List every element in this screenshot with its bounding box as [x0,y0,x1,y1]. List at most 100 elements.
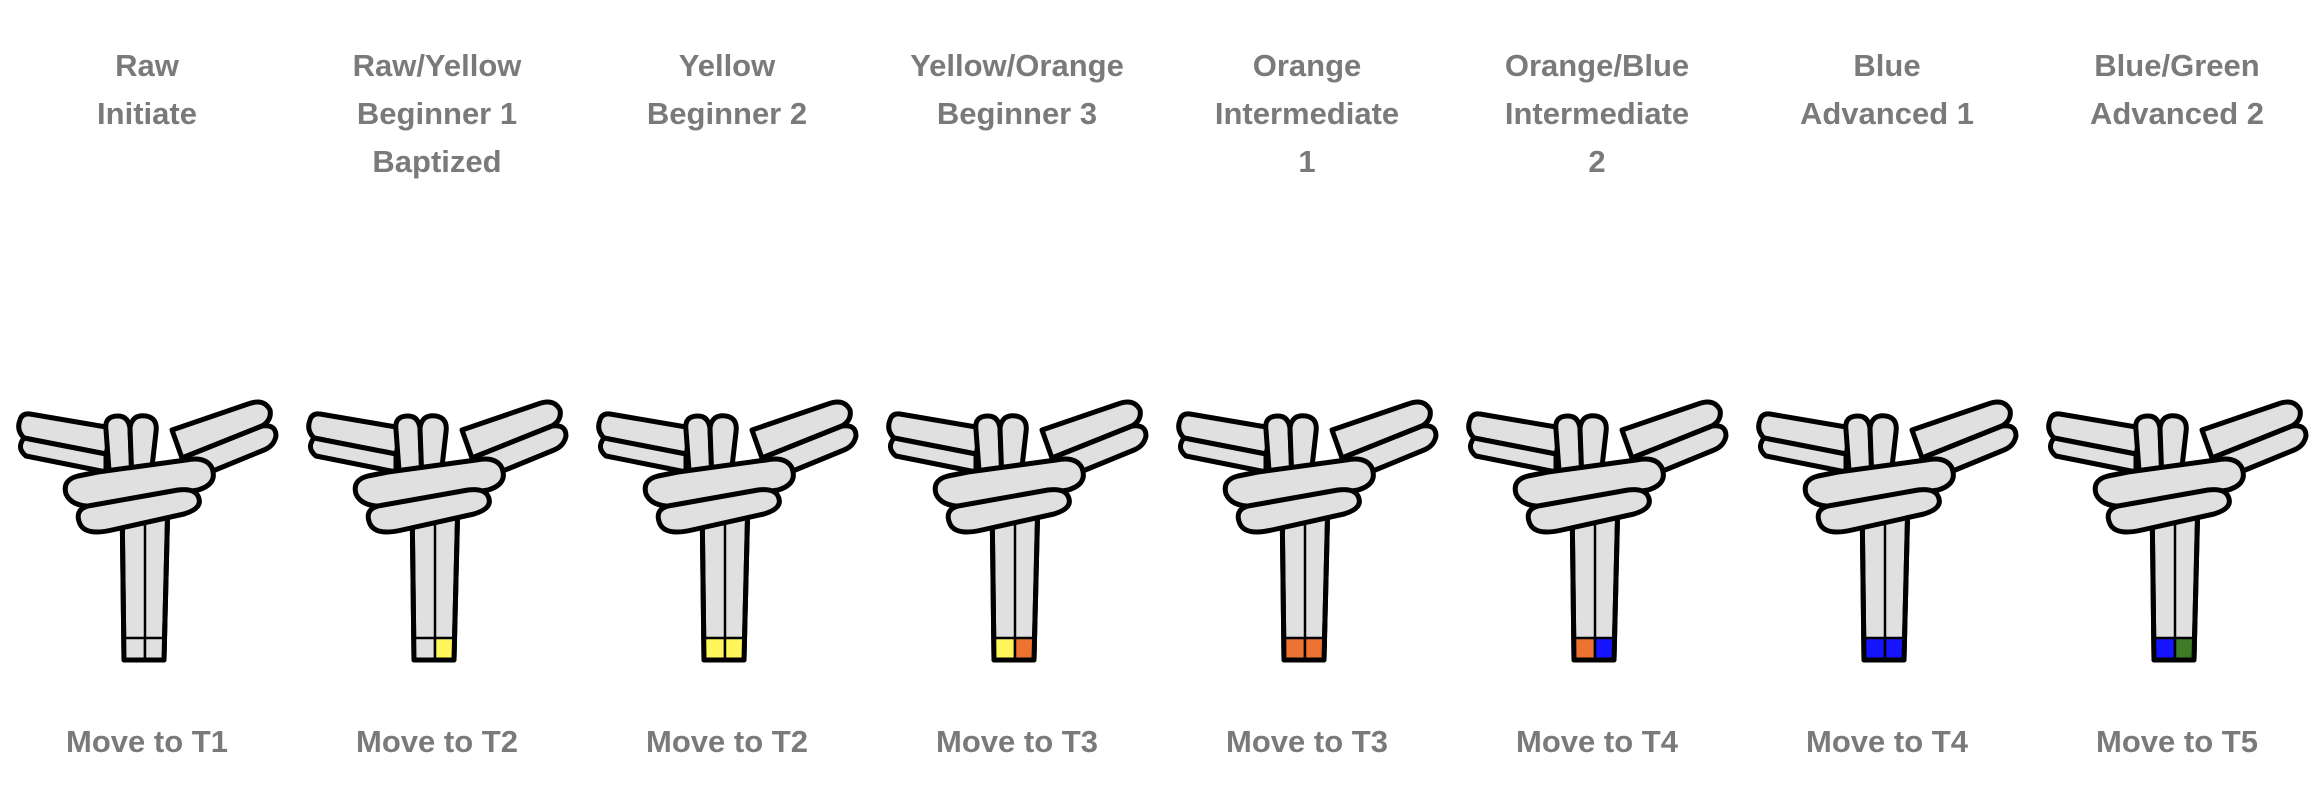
belt-title: Yellow Beginner 2 [582,42,872,138]
belt-title-line: Beginner 1 [356,96,518,131]
belt-title-line: Baptized [372,144,502,179]
belt-column-blue-green: Blue/Green Advanced 2 Move to T5 [2032,0,2322,796]
belt-title-line: Initiate [97,96,197,131]
belt-action-label: Move to T4 [1516,724,1678,759]
belt-knot-loop-upper [1802,456,1956,509]
belt-title-line: Beginner 3 [936,96,1098,131]
belt-tip-right [1883,636,1906,662]
belt-tip-left [122,636,147,662]
belt-title: Raw Initiate [2,42,292,138]
belt-knot-loop-upper [352,456,506,509]
belt-left-lower [1178,435,1269,475]
belt-knot-loop-lower [365,487,492,535]
belt-title-line: Intermediate [1504,96,1690,131]
belt-knot-loop-upper [1512,456,1666,509]
belt-action-label: Move to T2 [356,724,518,759]
belt-title-line: Orange [1252,48,1362,83]
belt-tail-outline [409,497,461,663]
belt-title-line: 1 [1298,144,1316,179]
belt-tip-left [1572,636,1597,662]
belt-knot-svg [596,399,859,663]
belt-knot-loop-lower [1525,487,1652,535]
belt-left-lower [308,435,399,475]
belt-knot-svg [886,399,1149,663]
belt-title: Blue/Green Advanced 2 [2032,42,2322,138]
belt-tail-outline [989,497,1041,663]
belt-knot-loop-lower [945,487,1072,535]
belt-tip-left [1862,636,1887,662]
belt-knot-loop-lower [1815,487,1942,535]
belt-title-line: Advanced 1 [1799,96,1974,131]
belt-knot-svg [1176,399,1439,663]
belt-knot-loop-lower [1235,487,1362,535]
belt-title: Blue Advanced 1 [1742,42,2032,138]
belt-knot-icon [594,398,860,670]
belt-action-label: Move to T3 [936,724,1098,759]
belt-column-orange: Orange Intermediate 1 Move to T3 [1162,0,1452,796]
belt-column-yellow: Yellow Beginner 2 Move to T2 [582,0,872,796]
belt-column-raw: Raw Initiate Move to T1 [2,0,292,796]
belt-knot-svg [1466,399,1729,663]
belt-title-line: Blue [1853,48,1921,83]
belt-left-lower [18,435,109,475]
belt-title: Orange Intermediate 1 [1162,42,1452,186]
belt-tail-outline [1859,497,1911,663]
belt-tail-outline [1279,497,1331,663]
belt-knot-loop-upper [2092,456,2246,509]
belt-tip-right [1593,636,1616,662]
belt-tip-left [992,636,1017,662]
belt-tip-left [702,636,727,662]
belt-left-lower [888,435,979,475]
belt-action-label: Move to T4 [1806,724,1968,759]
belt-knot-svg [306,399,569,663]
belt-title-line: Intermediate [1214,96,1400,131]
belt-knot-loop-lower [75,487,202,535]
belt-knot-icon [304,398,570,670]
belt-knot-loop-upper [62,456,216,509]
belt-knot-icon [1754,398,2020,670]
belt-title-line: Yellow [678,48,776,83]
belt-left-lower [1468,435,1559,475]
belt-title-line: Beginner 2 [646,96,808,131]
belt-knot-loop-upper [642,456,796,509]
belt-tip-left [412,636,437,662]
belt-tip-right [1303,636,1326,662]
belt-left-lower [598,435,689,475]
belt-action-label: Move to T1 [66,724,228,759]
belt-tail-outline [119,497,171,663]
belt-action-label: Move to T3 [1226,724,1388,759]
belt-column-raw-yellow: Raw/Yellow Beginner 1 Baptized Move to T… [292,0,582,796]
belt-knot-loop-upper [932,456,1086,509]
belt-knot-svg [16,399,279,663]
belt-title-line: Raw/Yellow [352,48,522,83]
belt-title: Orange/Blue Intermediate 2 [1452,42,1742,186]
belt-title-line: Advanced 2 [2089,96,2264,131]
belt-knot-loop-lower [655,487,782,535]
belt-tip-right [723,636,746,662]
belt-knot-icon [884,398,1150,670]
belt-column-blue: Blue Advanced 1 Move to T4 [1742,0,2032,796]
belt-action-label: Move to T2 [646,724,808,759]
belt-column-orange-blue: Orange/Blue Intermediate 2 Move to T4 [1452,0,1742,796]
belt-knot-icon [1174,398,1440,670]
belt-title: Yellow/Orange Beginner 3 [872,42,1162,138]
belt-tip-right [143,636,166,662]
belt-tip-right [433,636,456,662]
belt-title-line: Orange/Blue [1504,48,1690,83]
belt-knot-icon [14,398,280,670]
belt-title: Raw/Yellow Beginner 1 Baptized [292,42,582,186]
belt-knot-loop-lower [2105,487,2232,535]
belt-tail-outline [2149,497,2201,663]
belt-knot-svg [1756,399,2019,663]
belt-knot-icon [1464,398,1730,670]
belt-knot-svg [2046,399,2309,663]
belt-tip-right [2173,636,2196,662]
belt-knot-icon [2044,398,2310,670]
belt-title-line: 2 [1588,144,1606,179]
belt-title-line: Raw [115,48,179,83]
belt-title-line: Blue/Green [2094,48,2260,83]
belt-tip-left [1282,636,1307,662]
belt-left-lower [1758,435,1849,475]
belt-action-label: Move to T5 [2096,724,2258,759]
